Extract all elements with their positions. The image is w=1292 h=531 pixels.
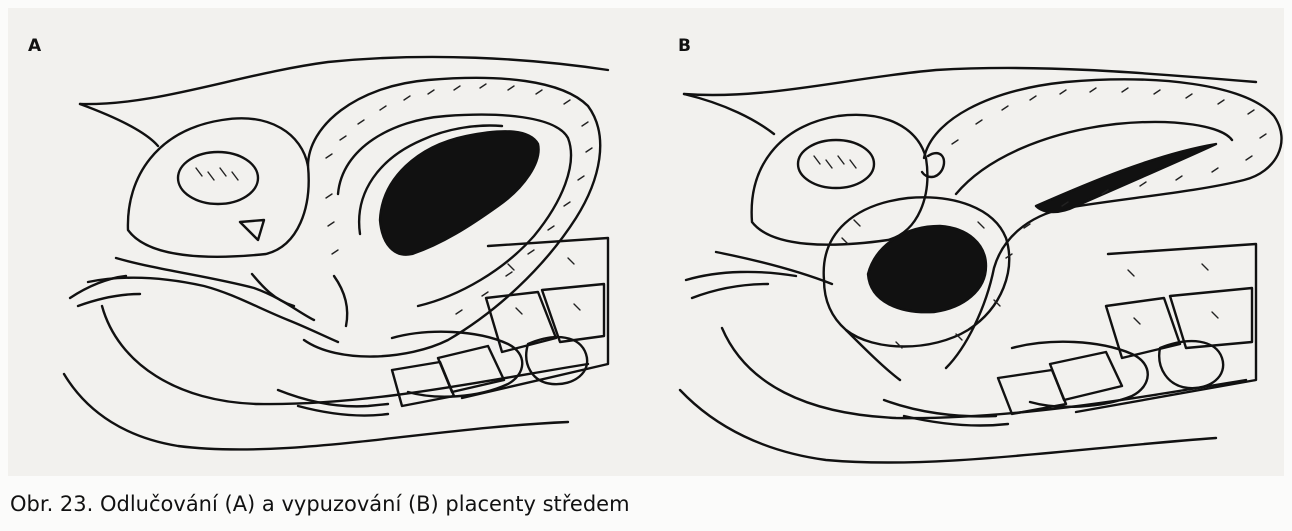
anatomical-drawing-b: [656, 8, 1284, 476]
panel-label-a: A: [28, 38, 41, 55]
illustration-panel-b: B: [656, 8, 1284, 476]
panel-label-b: B: [678, 38, 691, 55]
figure-caption: Obr. 23. Odlučování (A) a vypuzování (B)…: [10, 492, 630, 517]
anatomical-drawing-a: [8, 8, 656, 476]
figure: A: [8, 8, 1284, 476]
illustration-panel-a: A: [8, 8, 656, 476]
